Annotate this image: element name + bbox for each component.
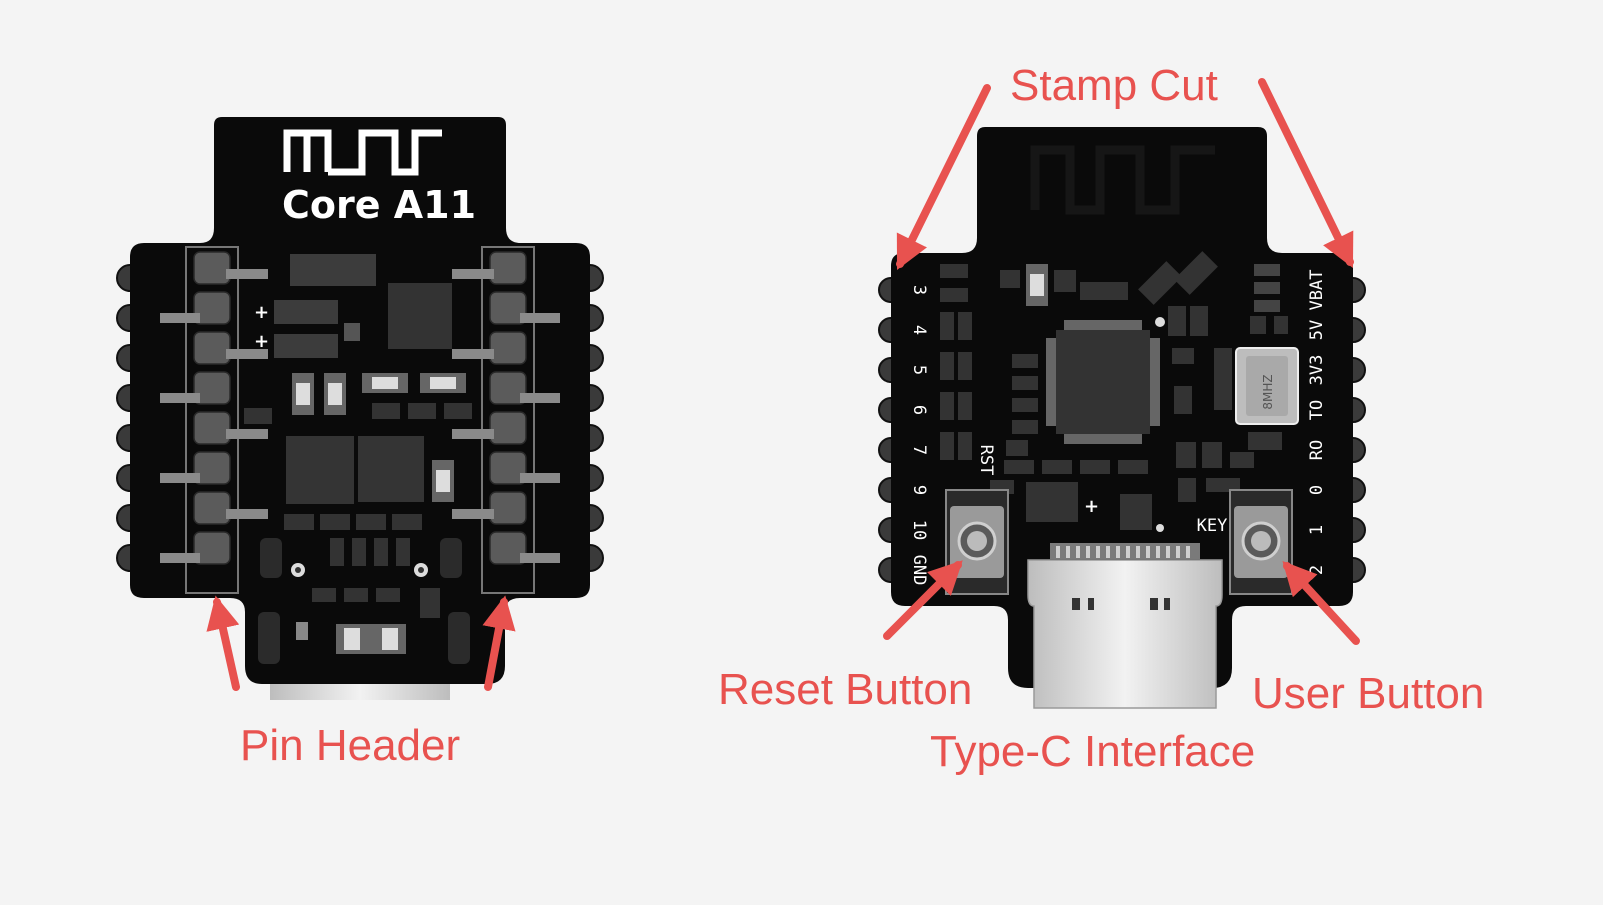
- arrow-reset-button: [883, 560, 963, 640]
- pin-label-7: 7: [909, 445, 929, 455]
- pin-label-0: 0: [1307, 485, 1327, 495]
- pin-header-right: [452, 246, 560, 594]
- pin-label-to: TO: [1307, 400, 1327, 420]
- pin-label-1: 1: [1307, 525, 1327, 535]
- wave-logo-icon: [283, 129, 442, 176]
- rst-label: RST: [976, 445, 996, 476]
- arrow-stamp-cut-left: [896, 84, 991, 271]
- pin-header-left: [160, 246, 268, 594]
- right-pin-labels: VBAT 5V 3V3 TO RO 0 1 2: [1307, 270, 1327, 576]
- arrow-user-button: [1282, 561, 1360, 645]
- pin-label-9: 9: [909, 485, 929, 495]
- reset-button-label: Reset Button: [718, 665, 973, 714]
- front-board: Core A11: [116, 117, 604, 700]
- reset-button[interactable]: [945, 489, 1009, 595]
- pin-label-2: 2: [1307, 565, 1327, 575]
- user-button[interactable]: [1229, 489, 1293, 595]
- pin-label-gnd: GND: [909, 555, 929, 586]
- stamp-cut-label: Stamp Cut: [1010, 61, 1218, 110]
- red-arrow-icon: [206, 78, 1360, 691]
- arrow-stamp-cut-right: [1258, 78, 1354, 269]
- pin-label-5: 5: [909, 365, 929, 375]
- usb-type-c-port[interactable]: [1027, 543, 1223, 709]
- front-plus-mark-1: +: [254, 302, 269, 323]
- pin-label-ro: RO: [1307, 440, 1327, 460]
- front-usb-edge: [270, 684, 450, 700]
- back-board: 3 4 5 6 7 9 10 GND VBAT 5V 3V3 TO RO 0 1…: [878, 127, 1366, 709]
- pin-label-5v: 5V: [1307, 320, 1327, 340]
- front-components: [244, 254, 472, 664]
- user-button-label: User Button: [1252, 669, 1485, 718]
- pin-label-vbat: VBAT: [1307, 270, 1327, 311]
- arrow-pin-header-left: [206, 595, 240, 691]
- key-label: KEY: [1197, 516, 1228, 536]
- crystal-label: 8MHZ: [1261, 374, 1275, 409]
- left-pin-labels: 3 4 5 6 7 9 10 GND: [909, 285, 929, 585]
- back-components: [940, 251, 1299, 532]
- pin-label-4: 4: [909, 325, 929, 335]
- pin-label-6: 6: [909, 405, 929, 415]
- pin-label-3v3: 3V3: [1307, 355, 1327, 386]
- front-plus-mark-2: +: [254, 331, 269, 352]
- type-c-interface-label: Type-C Interface: [930, 727, 1256, 776]
- back-antenna-trace: [1030, 145, 1215, 215]
- back-plus-mark: +: [1084, 496, 1099, 517]
- pin-label-10: 10: [909, 520, 929, 540]
- pin-label-3: 3: [909, 285, 929, 295]
- front-logo-text: Core A11: [282, 183, 476, 227]
- front-pcb: [130, 117, 590, 684]
- arrow-pin-header-right: [482, 595, 516, 691]
- pin-header-label: Pin Header: [240, 721, 461, 770]
